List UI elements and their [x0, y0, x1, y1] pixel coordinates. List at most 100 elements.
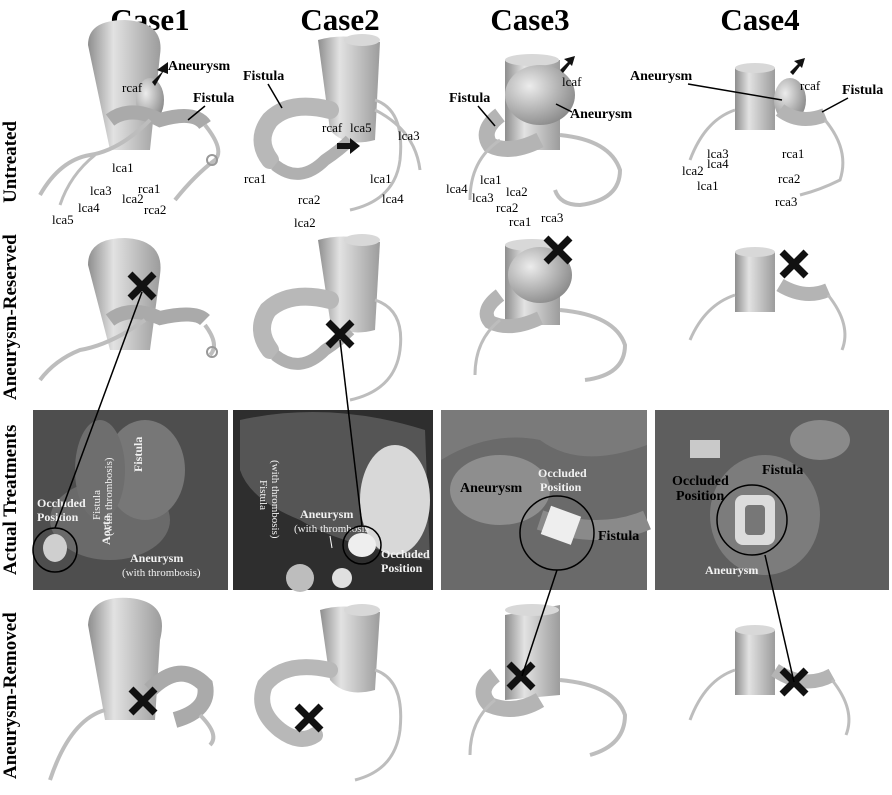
case3-removed-model [468, 604, 628, 757]
case3-connector-line [521, 569, 558, 677]
case2-fistula-thrombosis-label: (with thrombosis) [269, 460, 281, 539]
case1-fistula-pointer [187, 105, 206, 121]
case3-branch-rca3: rca3 [541, 210, 563, 225]
case4-aneurysm-label: Aneurysm [630, 69, 693, 84]
case2-title: Case2 [300, 2, 380, 37]
case1-aneurysm-label: Aneurysm [168, 59, 231, 74]
case3-branch-lca1: lca1 [480, 172, 502, 187]
case1-fistula-ct-label: Fistula [131, 437, 145, 472]
case2-connector-line [339, 339, 363, 527]
case4-ct-content [690, 420, 850, 575]
case1-reserved-occlusion-marker [127, 271, 157, 301]
case3-branch-lca2: lca2 [506, 184, 528, 199]
case1-removed-occlusion-marker [128, 686, 158, 716]
case3-branch-lca4: lca4 [446, 181, 468, 196]
case3-fistula-label: Fistula [449, 91, 490, 106]
case4-branch-rca1: rca1 [782, 146, 804, 161]
case3-lcaf-label: lcaf [562, 74, 582, 89]
case1-branch-rca1: rca1 [138, 181, 160, 196]
case4-untreated-model [688, 63, 845, 197]
case3-position-label: Position [540, 480, 582, 494]
case3-reserved-model [473, 239, 628, 382]
case4-fistula-ct-label: Fistula [762, 463, 803, 478]
case2-aneurysm-ct-label: Aneurysm [300, 507, 353, 521]
case2-aneurysm-pointer [329, 535, 333, 549]
case4-title: Case4 [720, 2, 800, 37]
case1-untreated-model [38, 20, 221, 206]
case3-occluded-label: Occluded [538, 466, 587, 480]
case2-branch-rca1: rca1 [244, 171, 266, 186]
case4-removed-model [688, 625, 851, 736]
case1-branch-lca5: lca5 [52, 212, 74, 227]
case2-untreated-model [253, 34, 422, 212]
case1-rcaf-arrow [152, 62, 168, 86]
case2-rcaf-label: rcaf [322, 120, 343, 135]
case4-branch-lca1: lca1 [697, 178, 719, 193]
case2-removed-occlusion-marker [294, 703, 324, 733]
case1-connector-line [54, 291, 143, 529]
case2-occluded-label: Occluded [381, 547, 430, 561]
case3-branch-rca1: rca1 [509, 214, 531, 229]
case3-ct-content [441, 410, 651, 545]
case1-fistula-label: Fistula [193, 91, 234, 106]
case2-aneurysm-thrombosis-label: (with thrombosis [294, 523, 369, 535]
case3-lcaf-arrow [560, 56, 575, 73]
case1-rcaf-label: rcaf [122, 80, 143, 95]
case2-removed-model [254, 604, 403, 782]
case3-fistula-pointer [477, 105, 496, 127]
case2-branch-lca5: lca5 [350, 120, 372, 135]
case3-reserved-occlusion-marker [543, 235, 573, 265]
case2-branch-lca2: lca2 [294, 215, 316, 230]
case4-position-label: Position [676, 489, 724, 504]
case3-fistula-ct-label: Fistula [598, 529, 639, 544]
case3-title: Case3 [490, 2, 570, 37]
case3-aneurysm-pointer [555, 103, 573, 113]
case3-aneurysm-label: Aneurysm [570, 107, 633, 122]
case4-occluded-label: Occluded [672, 474, 729, 489]
case4-rcaf-label: rcaf [800, 78, 821, 93]
case1-branch-lca4: lca4 [78, 200, 100, 215]
case2-branch-lca1: lca1 [370, 171, 392, 186]
case1-branch-lca2: lca2 [122, 191, 144, 206]
case3-aneurysm-ct-label: Aneurysm [460, 481, 523, 496]
case3-removed-occlusion-marker [506, 661, 536, 691]
case2-branch-lca3: lca3 [398, 128, 420, 143]
case4-branch-lca4: lca4 [707, 156, 729, 171]
case4-reserved-occlusion-marker [779, 249, 809, 279]
case1-occluded-label: Occluded [37, 496, 86, 510]
case1-aneurysm-thrombosis-label: (with thrombosis) [122, 567, 201, 579]
case1-ct-content [43, 420, 185, 562]
case1-reserved-model [38, 238, 218, 382]
case2-ct-content [240, 412, 430, 592]
case4-branch-rca2: rca2 [778, 171, 800, 186]
case4-reserved-model [688, 247, 847, 351]
case4-branch-lca3: lca3 [707, 146, 729, 161]
case3-branch-lca3: lca3 [472, 190, 494, 205]
case1-position-label: Position [37, 510, 79, 524]
case4-fistula-label: Fistula [842, 83, 883, 98]
case4-fistula-pointer [821, 97, 849, 113]
case2-fistula-label: Fistula [243, 69, 284, 84]
case2-position-label: Position [381, 561, 423, 575]
case1-branch-rca2: rca2 [144, 202, 166, 217]
case4-rcaf-arrow [790, 58, 805, 75]
case4-occluded-circle [716, 484, 788, 556]
case4-aneurysm-pointer [687, 83, 783, 101]
case1-fistula-thrombosis-label: Fistula [91, 490, 103, 520]
case2-reserved-model [253, 234, 403, 402]
case1-aorta-label: Aorta [99, 515, 113, 545]
case2-branch-rca2: rca2 [298, 192, 320, 207]
case4-connector-line [764, 554, 795, 683]
case2-fistula-pointer [267, 83, 283, 109]
case1-aneurysm-ct-label: Aneurysm [130, 551, 183, 565]
case4-branch-lca2: lca2 [682, 163, 704, 178]
case1-branch-lca3: lca3 [90, 183, 112, 198]
case3-untreated-model [468, 54, 623, 208]
case1-branch-lca1: lca1 [112, 160, 134, 175]
case2-fistula-ct-label: Fistula [257, 480, 269, 510]
case2-reserved-occlusion-marker [325, 319, 355, 349]
case2-branch-lca4: lca4 [382, 191, 404, 206]
case2-rcaf-arrow [337, 138, 360, 154]
case1-removed-model [48, 597, 216, 781]
